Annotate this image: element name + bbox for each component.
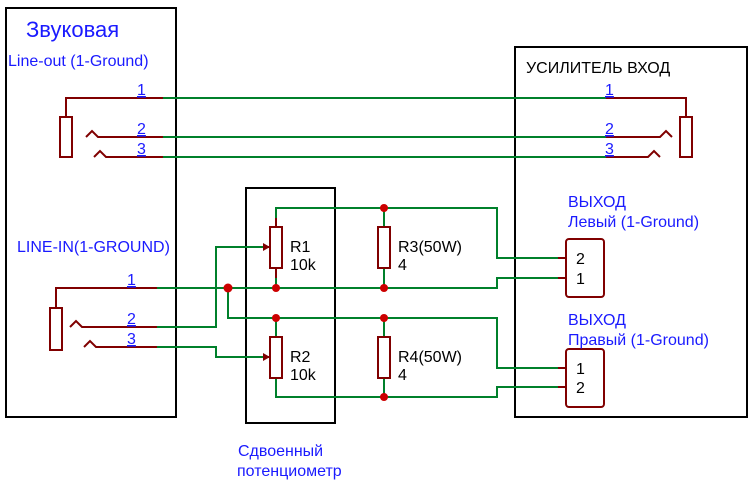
net-linein-3: 3 (127, 331, 136, 348)
resistor-r4 (377, 336, 391, 379)
wire-linein-1 (157, 277, 558, 289)
line-out-jack (59, 97, 163, 158)
amplifier-box (514, 46, 748, 418)
sound-card-box (5, 7, 177, 418)
potentiometer-r2 (263, 336, 283, 379)
out-right-sub: Правый (1-Ground) (568, 332, 709, 349)
line-in-label: LINE-IN(1-GROUND) (17, 239, 170, 256)
out-left-pin-bottom: 1 (576, 271, 585, 288)
potentiometer-box (245, 187, 336, 424)
output-left-connector (558, 238, 605, 298)
out-right-pin-bottom: 2 (576, 380, 585, 397)
out-left-sub: Левый (1-Ground) (568, 214, 699, 231)
amplifier-title: УСИЛИТЕЛЬ ВХОД (526, 60, 670, 77)
sound-card-title: Звуковая (26, 17, 119, 42)
net-linein-2: 2 (127, 311, 136, 328)
r3-value: 4 (398, 257, 407, 274)
wire-linein-2 (157, 246, 263, 328)
potentiometer-r1 (263, 218, 283, 278)
out-left-title: ВЫХОД (568, 194, 626, 211)
net-linein-1: 1 (127, 272, 136, 289)
output-right-connector (558, 348, 605, 408)
r1-name: R1 (290, 239, 311, 256)
r4-value: 4 (398, 367, 407, 384)
out-right-title: ВЫХОД (568, 312, 626, 329)
wire-ground-drop (227, 288, 558, 369)
line-out-label: Line-out (1-Ground) (8, 53, 149, 70)
wire-r2-bottom (275, 378, 558, 398)
junctions (223, 204, 388, 401)
r2-value: 10k (290, 367, 317, 384)
net-lineout-1: 1 (137, 82, 146, 99)
pot-caption-line2: потенциометр (237, 463, 342, 480)
out-left-pin-top: 2 (576, 251, 585, 268)
net-lineout-2: 2 (137, 121, 146, 138)
r4-name: R4(50W) (398, 349, 462, 366)
net-lineout-3: 3 (137, 141, 146, 158)
amp-input-jack (606, 97, 693, 158)
net-ampin-1: 1 (605, 82, 614, 99)
pot-caption-line1: Сдвоенный (238, 443, 323, 460)
wire-r1-top (275, 207, 558, 259)
r3-name: R3(50W) (398, 239, 462, 256)
r2-name: R2 (290, 349, 311, 366)
out-right-pin-top: 1 (576, 361, 585, 378)
net-ampin-3: 3 (605, 141, 614, 158)
wire-linein-3 (157, 346, 263, 358)
r1-value: 10k (290, 257, 317, 274)
line-in-jack (49, 287, 157, 351)
resistor-r3 (377, 226, 391, 269)
net-ampin-2: 2 (605, 121, 614, 138)
